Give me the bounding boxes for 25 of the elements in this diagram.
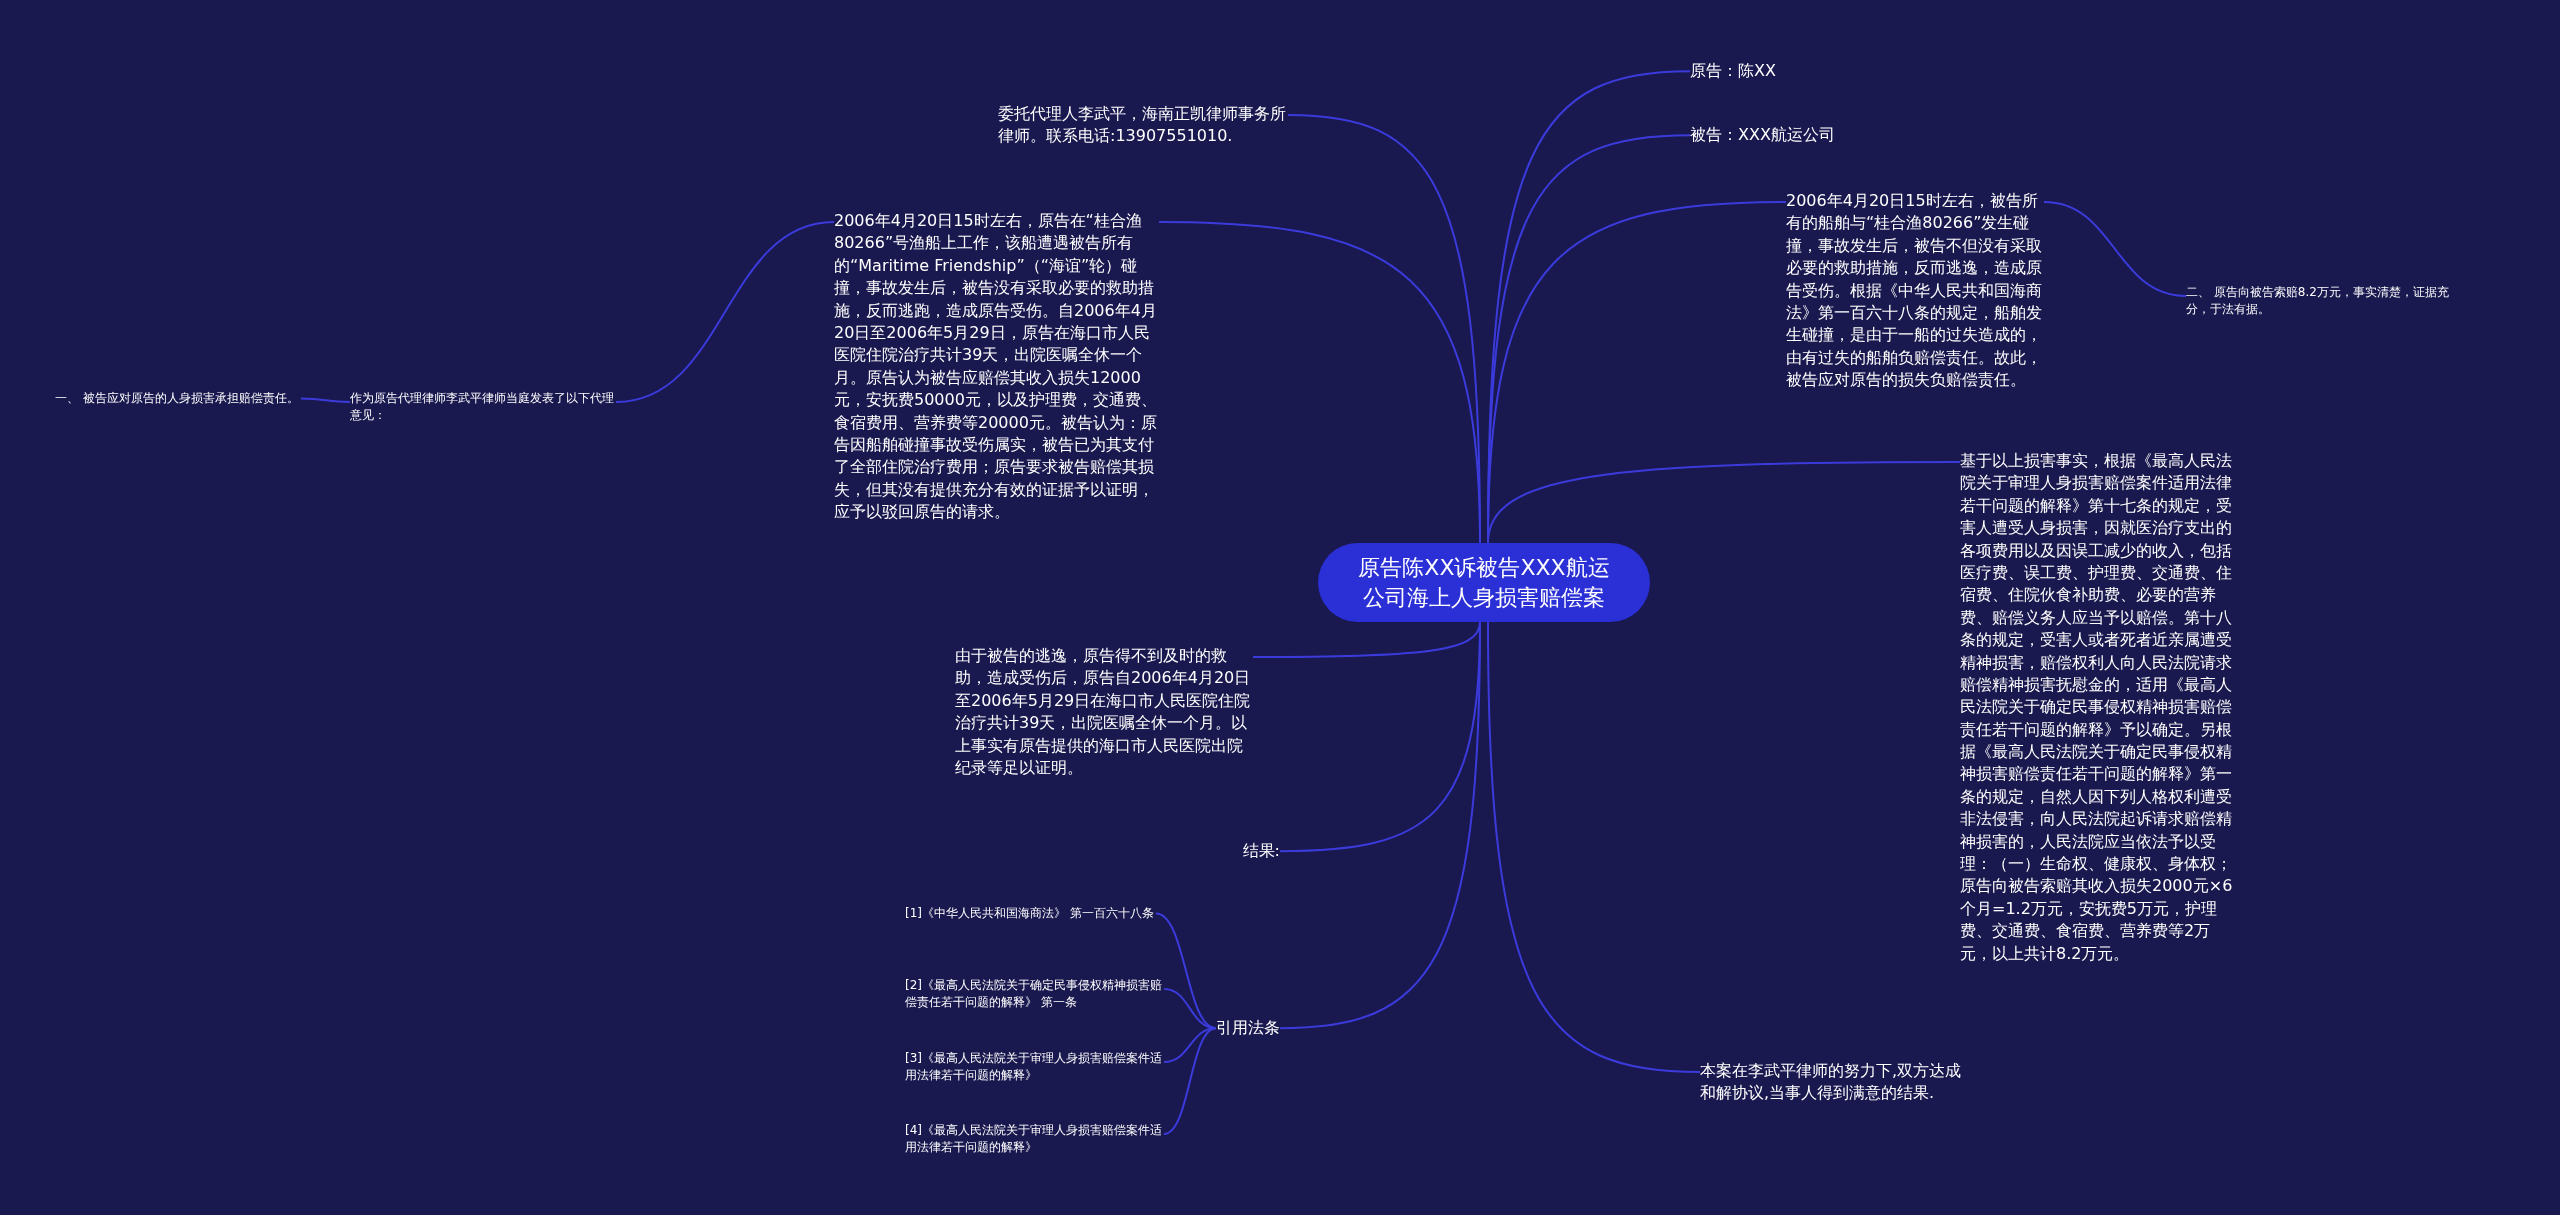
topic-text: [1]《中华人民共和国海商法》 第一百六十八条 xyxy=(905,905,1156,922)
topic-text: 本案在李武平律师的努力下,双方达成和解协议,当事人得到满意的结果. xyxy=(1700,1060,1964,1105)
topic-text: [3]《最高人民法院关于审理人身损害赔偿案件适用法律若干问题的解释》 xyxy=(905,1050,1164,1084)
branch-line xyxy=(300,397,351,403)
topic-text: 结果: xyxy=(1242,840,1280,863)
topic-text: 一、 被告应对原告的人身损害承担赔偿责任。 xyxy=(55,390,301,407)
topic-text: 二、 原告向被告索赔8.2万元，事实清楚，证据充分，于法有据。 xyxy=(2186,284,2451,318)
branch-line xyxy=(1163,1027,1217,1135)
topic-text: 引用法条 xyxy=(1216,1017,1280,1040)
topic-text: 原告：陈XX xyxy=(1690,60,1778,83)
branch-line xyxy=(615,221,835,403)
topic-text: 由于被告的逃逸，原告得不到及时的救助，造成受伤后，原告自2006年4月20日至2006年5月29日在海口市人民医院住院治疗共计39天，出院医嘱全休一个月。以上事实有原告提供的海口市人民医院出院纪录等足以证明。 xyxy=(955,645,1253,780)
topic-text: 2006年4月20日15时左右，原告在“桂合渔80266”号渔船上工作，该船遭遇被告所有的“Maritime Friendship”（“海谊”轮）碰撞，事故发生后，被告没有采取必要的救助措施，反而逃跑，造成原告受伤。自2006年4月20日至2006年5月29日，原告在海口市人民医院住院治疗共计39天，出院医嘱全休一个月。原告认为被告应赔偿其收入损失12000元，安抚费50000元，以及护理费，交通费、食宿费用、营养费等20000元。被告认为：原告因船舶碰撞事故受伤属实，被告已为其支付了全部住院治疗费用；原告要求被告赔偿其损失，但其没有提供充分有效的证据予以证明，应予以驳回原告的请求。 xyxy=(834,210,1159,524)
topic-text: 基于以上损害事实，根据《最高人民法院关于审理人身损害赔偿案件适用法律若干问题的解释》第十七条的规定，受害人遭受人身损害，因就医治疗支出的各项费用以及因误工减少的收入，包括医疗费、误工费、护理费、交通费、住宿费、住院伙食补助费、必要的营养费、赔偿义务人应当予以赔偿。第十八条的规定，受害人或者死者近亲属遭受精神损害，赔偿权利人向人民法院请求赔偿精神损害抚慰金的，适用《最高人民法院关于确定民事侵权精神损害赔偿责任若干问题的解释》予以确定。另根据《最高人民法院关于确定民事侵权精神损害赔偿责任若干问题的解释》第一条的规定，自然人因下列人格权利遭受非法侵害，向人民法院起诉请求赔偿精神损害的，人民法院应当依法予以受理：（一）生命权、健康权、身体权；原告向被告索赔其收入损失2000元×6个月=1.2万元，安抚费5万元，护理费、交通费、食宿费、营养费等2万元，以上共计8.2万元。 xyxy=(1960,450,2234,965)
topic-text: 委托代理人李武平，海南正凯律师事务所律师。联系电话:13907551010. xyxy=(998,103,1288,148)
branch-line xyxy=(1487,621,1701,1073)
topic-text: [4]《最高人民法院关于审理人身损害赔偿案件适用法律若干问题的解释》 xyxy=(905,1122,1164,1156)
branch-line xyxy=(1163,1027,1217,1063)
topic-text: 被告：XXX航运公司 xyxy=(1690,124,1837,147)
branch-line xyxy=(1487,461,1961,544)
topic-text: 作为原告代理律师李武平律师当庭发表了以下代理意见： xyxy=(350,390,616,424)
topic-pill: 原告陈XX诉被告XXX航运公司海上人身损害赔偿案 xyxy=(1318,543,1650,622)
topic-text: [2]《最高人民法院关于确定民事侵权精神损害赔偿责任若干问题的解释》 第一条 xyxy=(905,977,1164,1011)
topic-text: 2006年4月20日15时左右，被告所有的船舶与“桂合渔80266”发生碰撞，事故发生后，被告不但没有采取必要的救助措施，反而逃逸，造成原告受伤。根据《中华人民共和国海商法》第一百六十八条的规定，船舶发生碰撞，是由于一船的过失造成的，由有过失的船舶负赔偿责任。故此，被告应对原告的损失负赔偿责任。 xyxy=(1786,190,2044,392)
branch-line xyxy=(2043,201,2187,297)
